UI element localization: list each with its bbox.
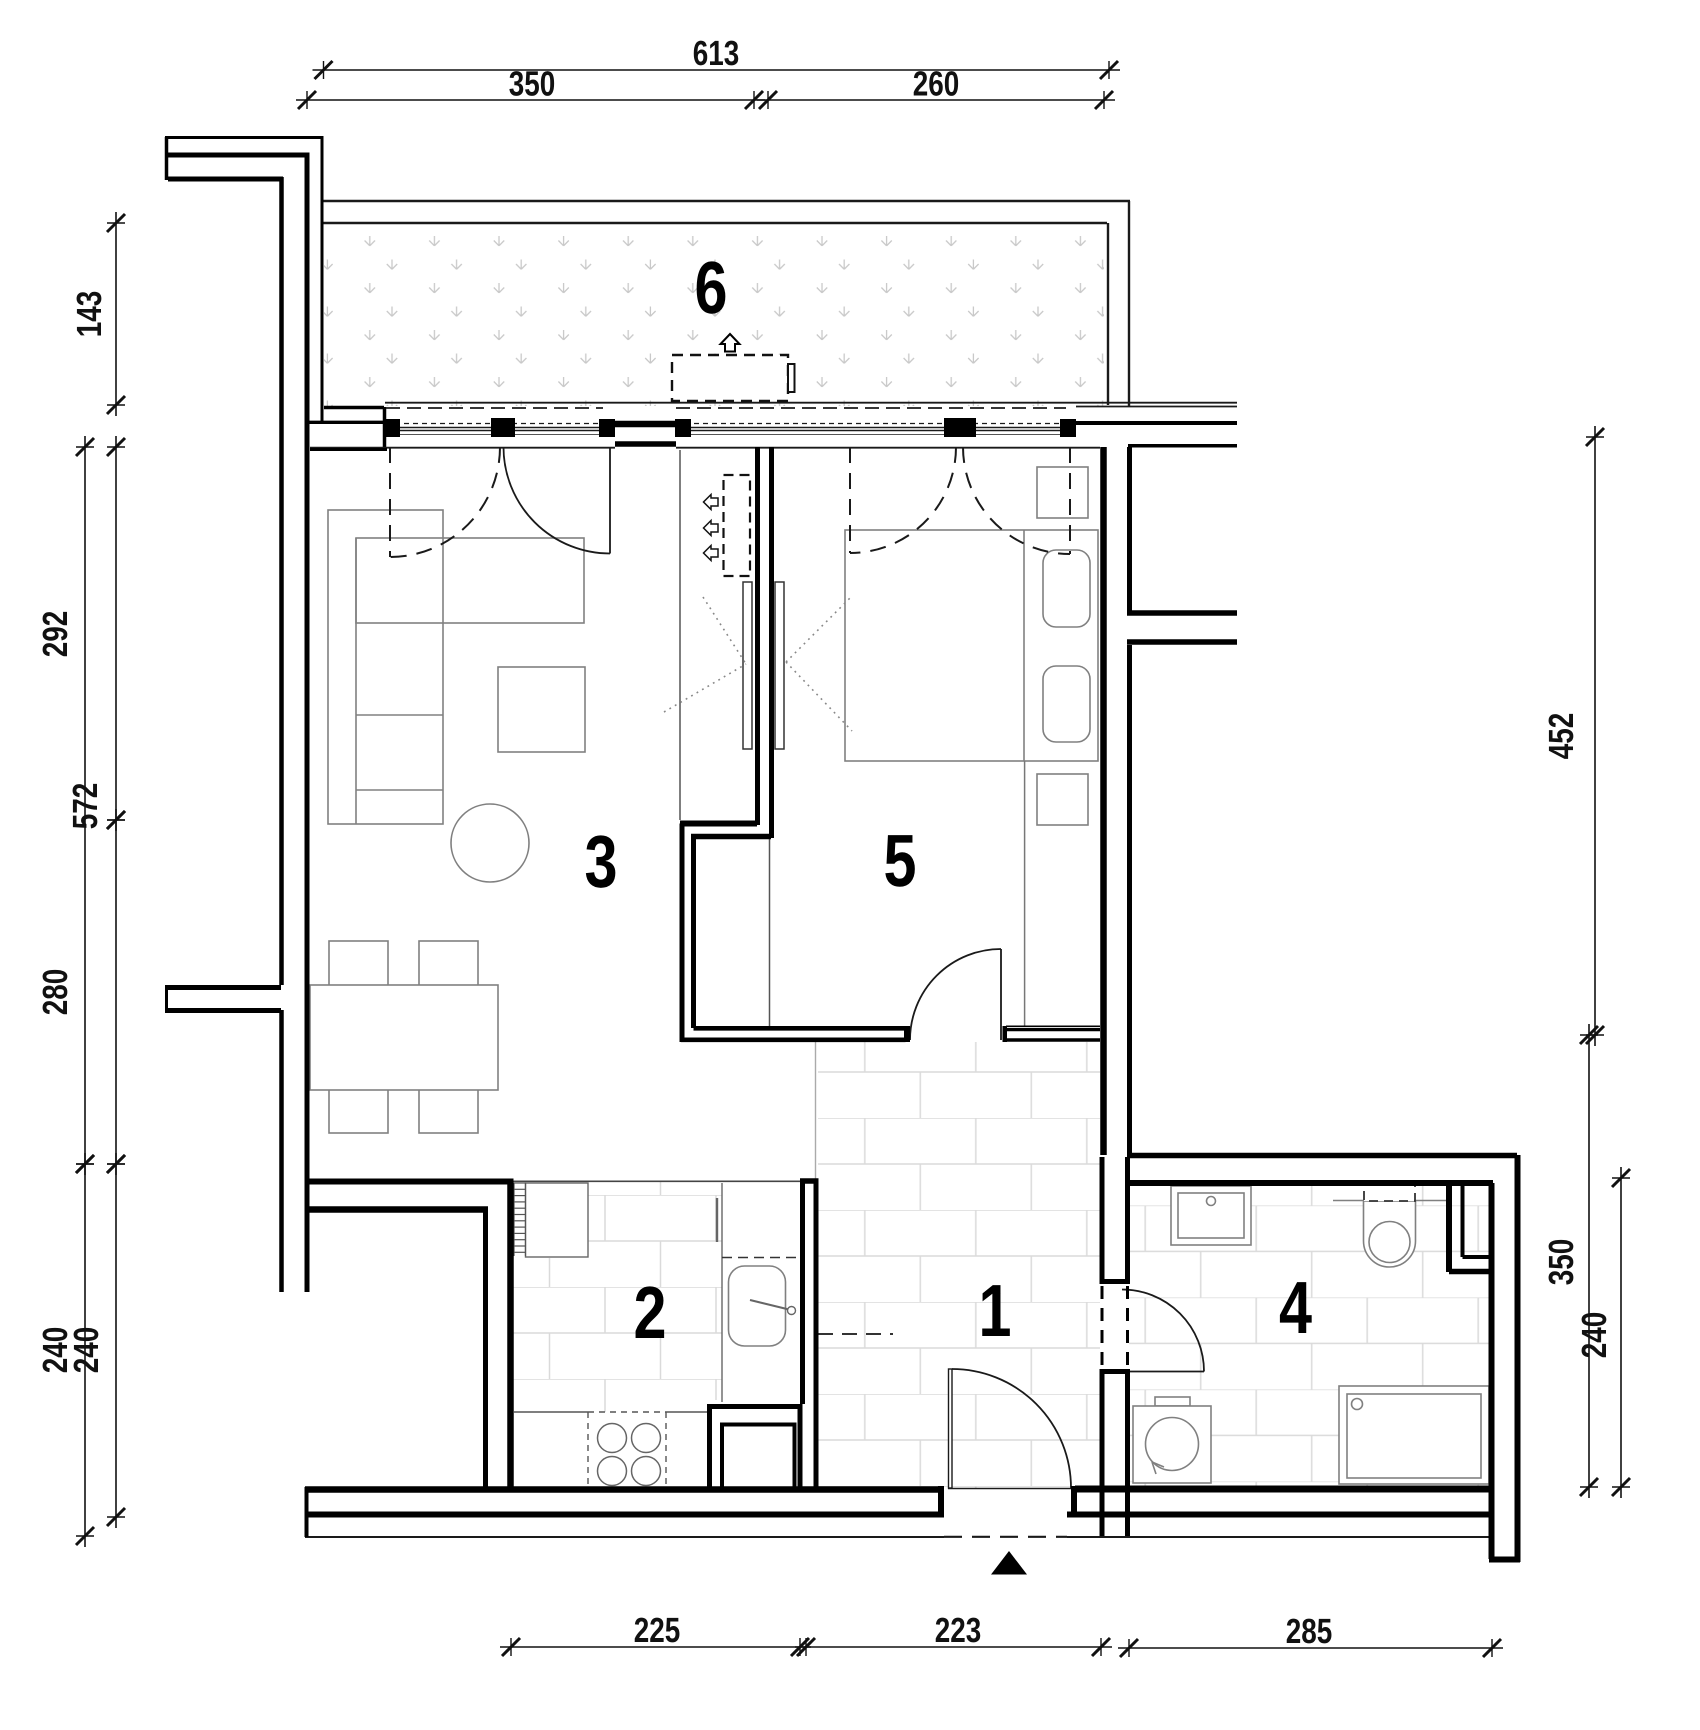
svg-text:240: 240 [67, 1327, 106, 1374]
svg-text:240: 240 [1575, 1312, 1614, 1359]
svg-text:292: 292 [36, 611, 75, 658]
svg-text:350: 350 [1542, 1239, 1581, 1286]
svg-text:350: 350 [509, 65, 556, 104]
svg-text:280: 280 [36, 969, 75, 1016]
svg-text:5: 5 [884, 819, 917, 902]
svg-text:572: 572 [66, 783, 105, 830]
svg-text:240: 240 [36, 1327, 75, 1374]
svg-text:225: 225 [634, 1611, 681, 1650]
svg-text:2: 2 [634, 1271, 667, 1354]
svg-text:285: 285 [1286, 1612, 1333, 1651]
svg-text:1: 1 [979, 1269, 1012, 1352]
svg-text:6: 6 [695, 246, 728, 329]
svg-text:3: 3 [585, 820, 618, 903]
svg-text:613: 613 [693, 34, 740, 73]
svg-text:223: 223 [935, 1611, 982, 1650]
svg-text:143: 143 [70, 291, 109, 338]
svg-text:260: 260 [913, 65, 960, 104]
svg-text:452: 452 [1542, 713, 1581, 760]
svg-text:4: 4 [1279, 1266, 1312, 1349]
